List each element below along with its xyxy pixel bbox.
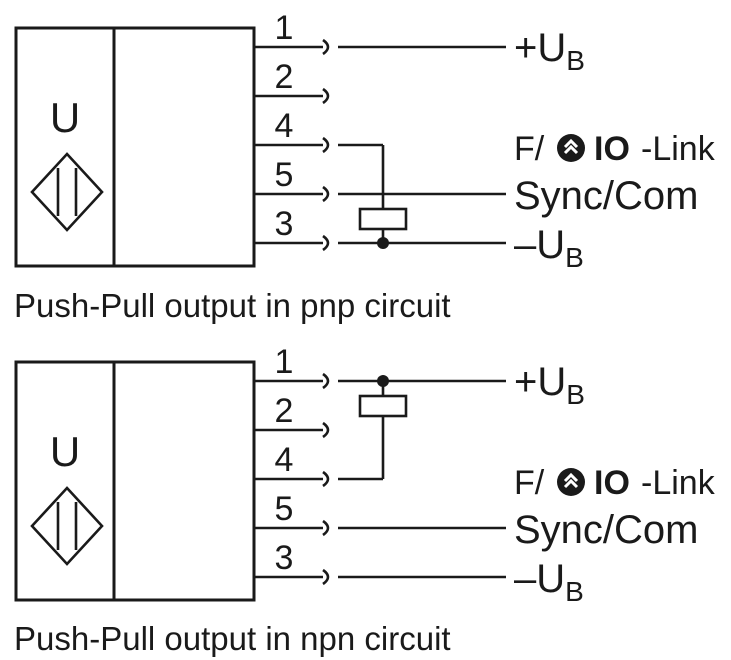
signal-minus-ub: –UB (514, 223, 584, 273)
caption-npn: Push-Pull output in npn circuit (14, 620, 451, 657)
signal-minus-ub: –UB (514, 557, 584, 607)
pin-label-5: 5 (275, 490, 294, 528)
signal-plus-ub: +UB (514, 360, 585, 410)
sensor-letter: U (50, 428, 80, 475)
signal-iolink-bold: IO (594, 130, 630, 168)
load-resistor (358, 375, 408, 479)
junction-dot (377, 237, 389, 249)
pin-label-4: 4 (275, 441, 294, 479)
circuit-npn: U 1 (14, 343, 716, 657)
sensor-body (14, 360, 256, 602)
pin-label-4: 4 (275, 107, 294, 145)
signal-iolink-rest: -Link (641, 464, 716, 502)
signal-sync-com: Sync/Com (514, 174, 699, 218)
sensor-body (14, 26, 256, 268)
pin-label-2: 2 (275, 392, 294, 430)
signal-f-prefix: F/ (514, 130, 545, 168)
diamond-sensor-icon (30, 486, 104, 566)
signal-iolink-bold: IO (594, 464, 630, 502)
diamond-sensor-icon (30, 152, 104, 232)
signal-f-prefix: F/ (514, 464, 545, 502)
caption-pnp: Push-Pull output in pnp circuit (14, 287, 451, 324)
pin-wires (254, 38, 506, 252)
signal-sync-com: Sync/Com (514, 508, 699, 552)
signal-plus-ub: +UB (514, 26, 585, 76)
circuit-pnp: U (14, 9, 716, 324)
pin-label-3: 3 (275, 205, 294, 243)
signal-f-iolink: F/ IO -Link (514, 130, 716, 168)
io-link-logo-icon (557, 468, 585, 496)
pin-label-1: 1 (275, 343, 294, 381)
sensor-letter: U (50, 94, 80, 141)
signal-f-iolink: F/ IO -Link (514, 464, 716, 502)
signal-iolink-rest: -Link (641, 130, 716, 168)
pin-label-3: 3 (275, 539, 294, 577)
pin-wires (254, 372, 506, 586)
load-resistor (358, 145, 408, 249)
io-link-logo-icon (557, 134, 585, 162)
pin-label-5: 5 (275, 156, 294, 194)
pin-label-2: 2 (275, 58, 294, 96)
pin-label-1: 1 (275, 9, 294, 47)
